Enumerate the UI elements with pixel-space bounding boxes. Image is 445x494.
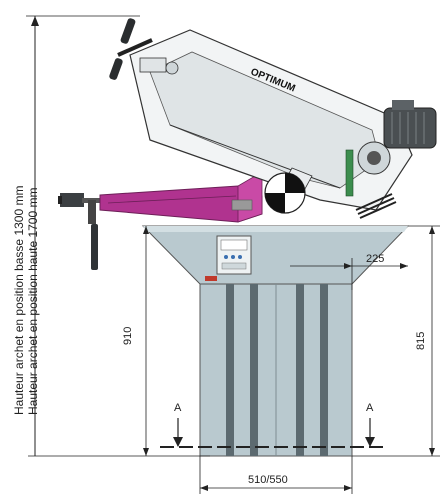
dimension-225	[290, 258, 408, 290]
dimension-910-label: 910	[122, 327, 134, 345]
base-cabinet	[141, 225, 410, 457]
vise-assembly	[58, 171, 263, 270]
section-line-a-a	[160, 418, 388, 448]
bow-handle	[109, 18, 179, 80]
section-label-right: A	[366, 402, 374, 414]
dimension-225-label: 225	[366, 253, 384, 265]
dimension-910	[28, 226, 210, 457]
motor	[383, 100, 437, 149]
dimension-510-550	[199, 456, 353, 494]
dimension-510-550-label: 510/550	[248, 474, 288, 486]
dimension-815-label: 815	[415, 332, 427, 350]
height-high-label: Hauteur archet en position haute 1700 mm	[26, 188, 40, 415]
height-low-label: Hauteur archet en position basse 1300 mm	[12, 186, 26, 415]
dimension-815	[352, 225, 440, 457]
overall-height-dimension	[26, 15, 140, 456]
saw-bow	[129, 29, 413, 219]
section-label-left: A	[174, 402, 182, 414]
